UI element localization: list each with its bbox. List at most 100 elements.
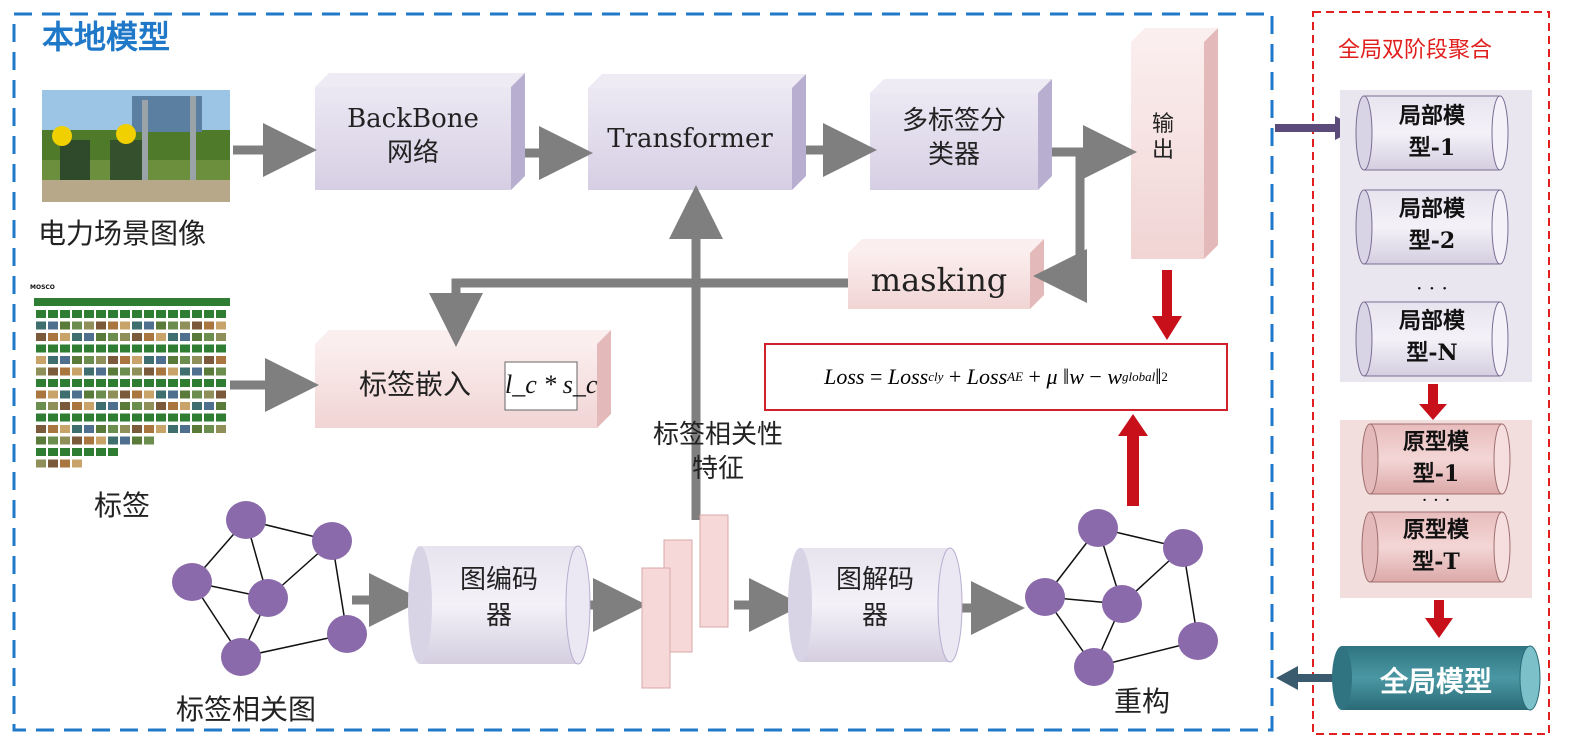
thumbnail-cell bbox=[96, 333, 106, 341]
thumbnail-cell bbox=[36, 344, 46, 353]
thumbnail-cell bbox=[96, 310, 106, 318]
thumbnail-cell bbox=[192, 310, 202, 318]
thumbnail-cell bbox=[132, 413, 142, 422]
output-label: 输出 bbox=[1151, 112, 1174, 163]
loss-term1-sub: cly bbox=[928, 369, 944, 384]
global-model-cylinder bbox=[1332, 645, 1541, 711]
global-aggregation-title: 全局双阶段聚合 bbox=[1338, 38, 1493, 63]
thumbnail-cell bbox=[204, 321, 214, 330]
thumbnail-cell bbox=[144, 402, 154, 410]
local-model-title: 本地模型 bbox=[42, 18, 171, 56]
thumbnail-cell bbox=[216, 379, 226, 387]
graph-encoder-label: 图编码 器 bbox=[420, 562, 578, 634]
thumbnail-cell bbox=[132, 436, 142, 445]
local-model-1-line2: 型-1 bbox=[1408, 135, 1456, 161]
thumbnail-cell bbox=[72, 390, 82, 399]
thumbnail-cell bbox=[180, 344, 190, 353]
thumbnail-cell bbox=[96, 448, 106, 456]
thumbnail-cell bbox=[204, 402, 214, 410]
correlation-feature-line1: 标签相关性 bbox=[652, 420, 783, 450]
thumbnail-cell bbox=[216, 310, 226, 318]
thumbnail-cell bbox=[48, 356, 58, 364]
backbone-label-line2: 网络 bbox=[386, 138, 439, 168]
thumbnail-cell bbox=[156, 379, 166, 387]
from-global-arrow bbox=[1276, 666, 1338, 690]
labels-thumbnail-caption: MOSCO bbox=[30, 284, 55, 291]
thumbnail-cell bbox=[120, 425, 130, 433]
thumbnail-cell bbox=[60, 333, 70, 341]
classifier-label: 多标签分 类器 bbox=[870, 104, 1038, 172]
thumbnail-cell bbox=[36, 413, 46, 422]
thumbnail-cell bbox=[132, 321, 142, 330]
local-model-1-label: 局部模 型-1 bbox=[1368, 100, 1496, 164]
backbone-label-line1: BackBone bbox=[347, 104, 479, 134]
graph-decoder-line1: 图解码 bbox=[835, 565, 914, 595]
thumbnail-cell bbox=[204, 367, 214, 376]
thumbnail-cell bbox=[60, 436, 70, 445]
thumbnail-cell bbox=[72, 459, 82, 468]
thumbnail-cell bbox=[132, 310, 142, 318]
thumbnail-cell bbox=[168, 425, 178, 433]
thumbnail-cell bbox=[84, 413, 94, 422]
loss-norm-wg: w bbox=[1107, 364, 1122, 389]
thumbnail-cell bbox=[72, 448, 82, 456]
global-model-label: 全局模型 bbox=[1379, 665, 1492, 698]
thumbnail-cell bbox=[120, 379, 130, 387]
thumbnail-cell bbox=[144, 379, 154, 387]
thumbnail-cell bbox=[72, 402, 82, 410]
thumbnail-cell bbox=[132, 379, 142, 387]
thumbnail-cell bbox=[108, 310, 118, 318]
transformer-box bbox=[588, 74, 806, 190]
thumbnail-cell bbox=[84, 402, 94, 410]
correlation-feature-line2: 特征 bbox=[691, 454, 744, 484]
thumbnail-cell bbox=[156, 310, 166, 318]
loss-term2: Loss bbox=[966, 364, 1008, 389]
thumbnail-cell bbox=[204, 344, 214, 353]
loss-norm-wg-sub: global bbox=[1122, 369, 1156, 384]
thumbnail-cell bbox=[36, 367, 46, 376]
thumbnail-cell bbox=[72, 344, 82, 353]
loss-power: 2 bbox=[1161, 369, 1168, 384]
local-model-1-line1: 局部模 bbox=[1398, 103, 1465, 129]
thumbnail-cell bbox=[60, 356, 70, 364]
thumbnail-cell bbox=[180, 413, 190, 422]
thumbnail-cell bbox=[72, 321, 82, 330]
prototype-model-1-line1: 原型模 bbox=[1402, 429, 1469, 455]
thumbnail-cell bbox=[132, 425, 142, 433]
thumbnail-cell bbox=[60, 425, 70, 433]
thumbnail-cell bbox=[108, 436, 118, 445]
thumbnail-cell bbox=[132, 402, 142, 410]
thumbnail-cell bbox=[216, 425, 226, 433]
thumbnail-cell bbox=[180, 425, 190, 433]
thumbnail-cell bbox=[204, 379, 214, 387]
thumbnail-cell bbox=[120, 413, 130, 422]
thumbnail-cell bbox=[156, 402, 166, 410]
thumbnail-cell bbox=[108, 344, 118, 353]
thumbnail-cell bbox=[60, 310, 70, 318]
thumbnail-cell bbox=[84, 436, 94, 445]
thumbnail-cell bbox=[216, 402, 226, 410]
local-model-2-line2: 型-2 bbox=[1408, 228, 1456, 254]
thumbnail-cell bbox=[60, 413, 70, 422]
thumbnail-cell bbox=[168, 413, 178, 422]
thumbnail-cell bbox=[120, 402, 130, 410]
thumbnail-cell bbox=[84, 425, 94, 433]
thumbnail-cell bbox=[144, 390, 154, 399]
thumbnail-cell bbox=[48, 425, 58, 433]
thumbnail-cell bbox=[216, 356, 226, 364]
thumbnail-cell bbox=[108, 413, 118, 422]
thumbnail-cell bbox=[120, 367, 130, 376]
thumbnail-cell bbox=[132, 333, 142, 341]
thumbnail-cell bbox=[108, 367, 118, 376]
thumbnail-cell bbox=[72, 436, 82, 445]
thumbnail-cell bbox=[168, 344, 178, 353]
prototype-model-t-line2: 型-T bbox=[1412, 549, 1460, 575]
thumbnail-cell bbox=[108, 402, 118, 410]
thumbnail-cell bbox=[36, 425, 46, 433]
prototype-model-1-line2: 型-1 bbox=[1412, 461, 1460, 487]
thumbnail-cell bbox=[36, 310, 46, 318]
thumbnail-cell bbox=[108, 448, 118, 456]
thumbnail-cell bbox=[60, 344, 70, 353]
prototype-model-1-label: 原型模 型-1 bbox=[1372, 426, 1500, 490]
embedding-formula: l_c * s_c bbox=[505, 370, 598, 399]
